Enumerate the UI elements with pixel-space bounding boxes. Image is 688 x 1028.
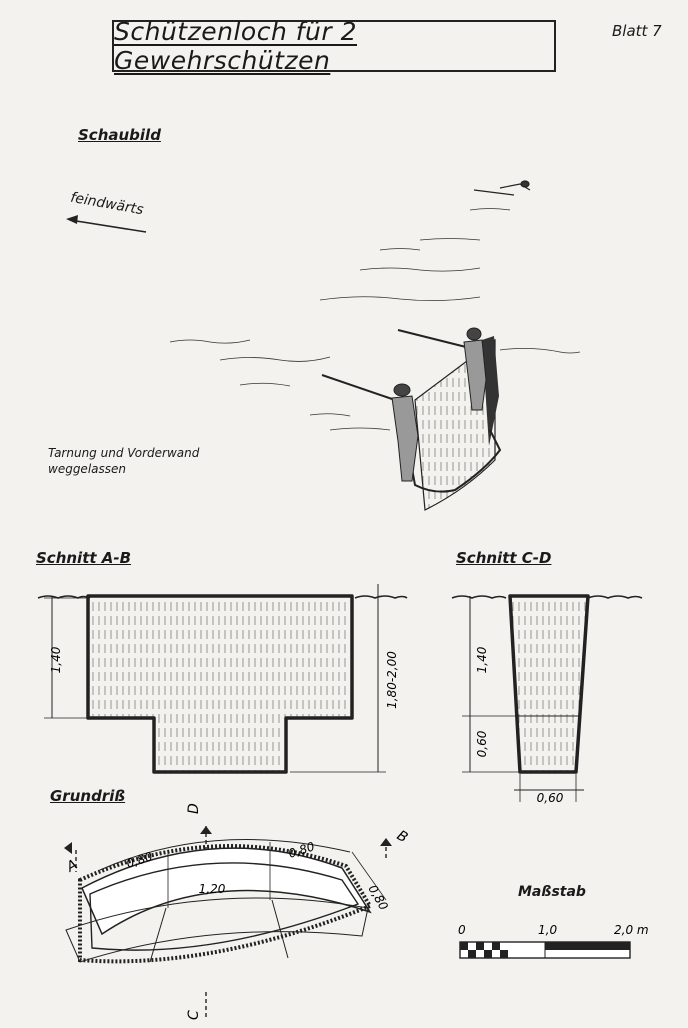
plan-marker-d: D	[186, 803, 202, 814]
perspective-note-line2: weggelassen	[48, 462, 126, 476]
section-ab-dim-total: 1,80-2,00	[385, 651, 399, 709]
section-ab-heading: Schnitt A-B	[36, 549, 132, 567]
plan-marker-c: C	[186, 1010, 202, 1020]
plan-dim-middle: 1,20	[199, 882, 226, 896]
section-cd-dim-upper: 1,40	[475, 646, 489, 673]
scale-heading: Maßstab	[518, 884, 586, 900]
scale-bar: 0 1,0 2,0 m	[458, 923, 649, 959]
section-ab-drawing: 1,40 1,80-2,00	[37, 584, 408, 774]
plan-marker-b: B	[394, 828, 410, 847]
section-cd-heading: Schnitt C-D	[456, 549, 552, 567]
scale-tick-0: 0	[458, 923, 466, 937]
title-box: Schützenloch für 2 Gewehrschützen	[112, 17, 556, 75]
plan-marker-a: A	[63, 857, 80, 876]
plan-drawing: 0,80 1,20 0,80 0,80 A D B C	[63, 803, 410, 1020]
section-ab-dim-upper: 1,40	[49, 646, 63, 673]
perspective-heading: Schaubild	[78, 126, 161, 144]
scale-tick-2: 2,0 m	[614, 923, 649, 937]
scale-tick-1: 1,0	[538, 923, 557, 937]
perspective-sketch	[66, 180, 581, 511]
plan-heading: Grundriß	[50, 787, 126, 805]
section-cd-dim-lower: 0,60	[475, 730, 489, 757]
page-title: Schützenloch für 2 Gewehrschützen	[114, 17, 358, 75]
section-cd-drawing: 1,40 0,60 0,60	[451, 594, 643, 805]
perspective-note-line1: Tarnung und Vorderwand	[48, 446, 200, 460]
section-cd-dim-width: 0,60	[537, 791, 564, 805]
sheet-number: Blatt 7	[612, 22, 662, 40]
